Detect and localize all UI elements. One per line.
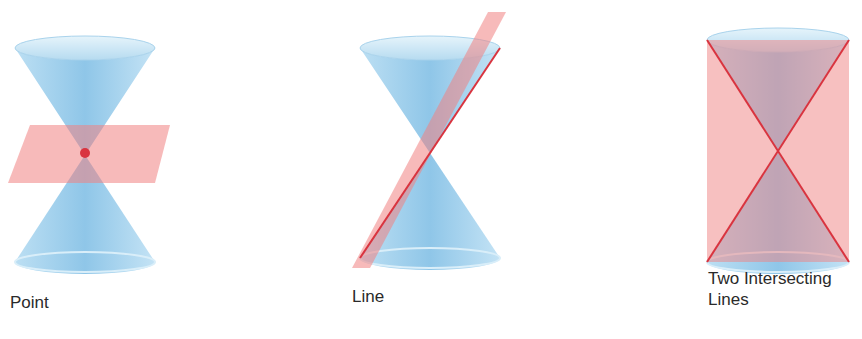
- intersection-line: [707, 40, 849, 262]
- axial-plane: [707, 40, 849, 262]
- double-cone: [707, 28, 849, 274]
- intersection-line: [707, 40, 849, 262]
- caption-label: Two Intersecting Lines: [708, 268, 843, 310]
- tangent-plane: [352, 12, 506, 268]
- caption-label: Point: [10, 292, 160, 313]
- caption-label: Line: [352, 286, 502, 307]
- intersection-line: [360, 48, 500, 258]
- intersection-point: [80, 148, 90, 158]
- cutting-plane: [8, 125, 170, 183]
